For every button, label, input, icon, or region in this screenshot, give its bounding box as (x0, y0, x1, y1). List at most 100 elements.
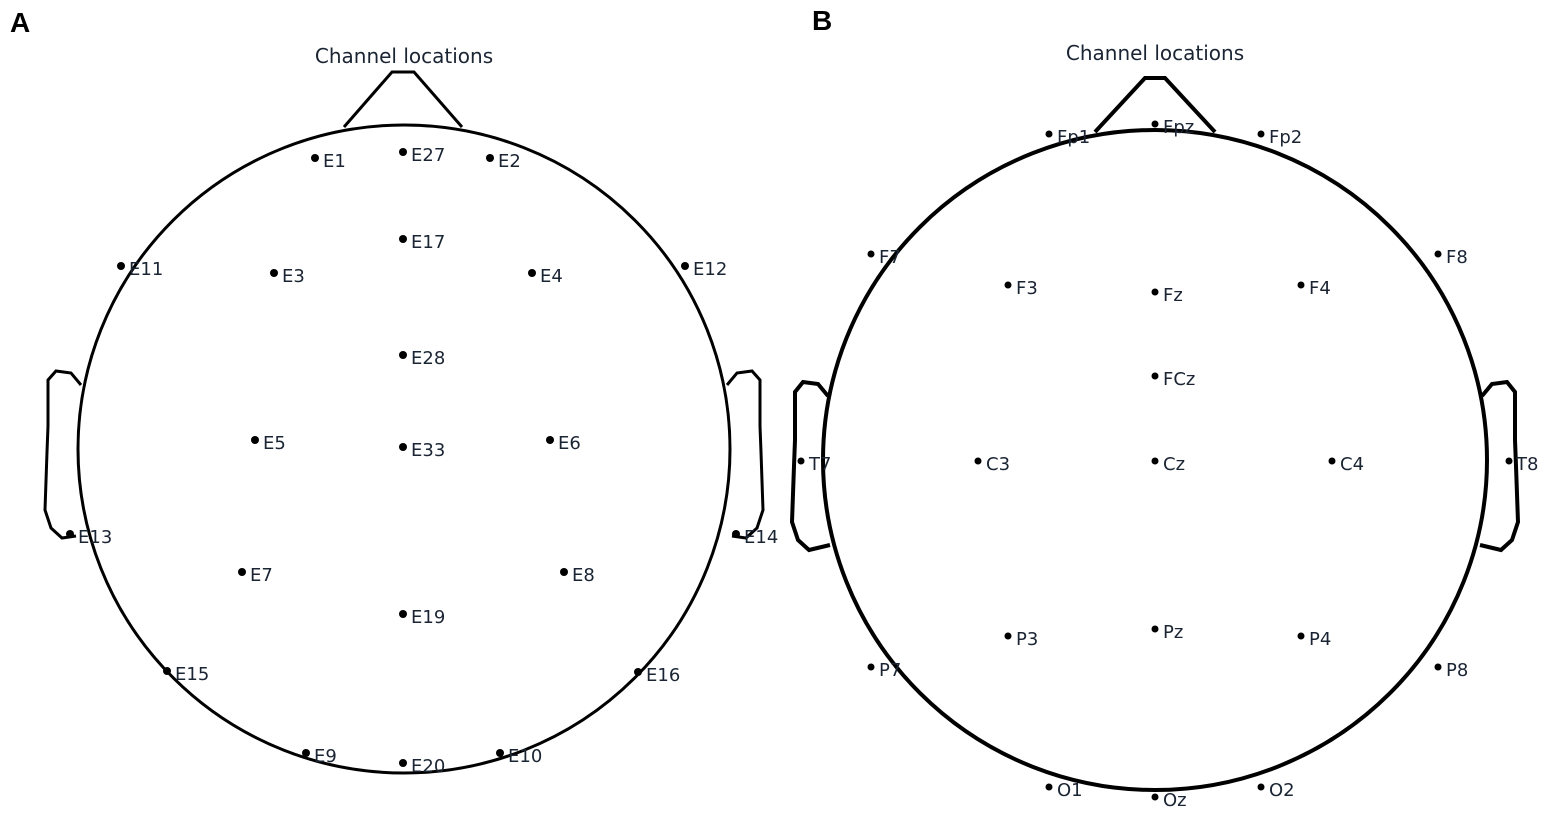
panel-a-letter: A (10, 7, 30, 38)
channel-c4: C4 (1328, 454, 1364, 475)
panel-a-title: Channel locations (315, 44, 493, 68)
panel-a-right-ear (725, 369, 765, 540)
channel-fpz: Fpz (1151, 117, 1194, 138)
channel-e12-dot (681, 262, 689, 270)
panel-b-channels: Fp1 Fpz Fp2 F7 F8 F3 Fz F4 FCz T7 C3 Cz … (797, 117, 1538, 811)
channel-e28: E28 (399, 348, 445, 369)
channel-e17: E17 (399, 232, 445, 253)
channel-fpz-dot (1151, 120, 1159, 128)
channel-f4: F4 (1297, 278, 1331, 299)
channel-e1: E1 (311, 151, 346, 172)
channel-t8-dot (1505, 457, 1513, 465)
channel-e11-dot (117, 262, 125, 270)
panel-b-title: Channel locations (1066, 41, 1244, 65)
channel-c3-dot (974, 457, 982, 465)
channel-p4-label: P4 (1309, 629, 1331, 650)
panel-b-head (789, 76, 1521, 792)
channel-f7: F7 (867, 247, 901, 268)
channel-e12: E12 (681, 259, 727, 280)
channel-f4-dot (1297, 281, 1305, 289)
channel-t7: T7 (797, 454, 831, 475)
channel-fp2-dot (1257, 130, 1265, 138)
channel-f8-dot (1434, 250, 1442, 258)
channel-c3: C3 (974, 454, 1010, 475)
channel-e33-label: E33 (411, 440, 445, 461)
channel-e4-dot (528, 269, 536, 277)
channel-f8-label: F8 (1446, 247, 1468, 268)
channel-e16: E16 (634, 665, 680, 686)
panel-a-head (43, 70, 765, 775)
channel-e5-dot (251, 436, 259, 444)
channel-e28-dot (399, 351, 407, 359)
channel-oz-label: Oz (1163, 790, 1187, 811)
channel-e8-dot (560, 568, 568, 576)
channel-p3: P3 (1004, 629, 1038, 650)
channel-p3-label: P3 (1016, 629, 1038, 650)
panel-b: B Channel locations Fp1 Fpz Fp2 F7 F8 F3… (789, 5, 1538, 811)
channel-e13-label: E13 (78, 527, 112, 548)
channel-p3-dot (1004, 632, 1012, 640)
channel-c3-label: C3 (986, 454, 1010, 475)
channel-e20-dot (399, 759, 407, 767)
channel-pz-dot (1151, 625, 1159, 633)
channel-e4: E4 (528, 266, 563, 287)
channel-t8: T8 (1505, 454, 1538, 475)
channel-fp1-label: Fp1 (1057, 127, 1090, 148)
channel-o1-dot (1045, 783, 1053, 791)
channel-e15-label: E15 (175, 664, 209, 685)
channel-fp2: Fp2 (1257, 127, 1302, 148)
channel-t7-dot (797, 457, 805, 465)
channel-o1-label: O1 (1057, 780, 1083, 801)
channel-cz: Cz (1151, 454, 1185, 475)
channel-e28-label: E28 (411, 348, 445, 369)
channel-e19-dot (399, 610, 407, 618)
channel-e16-label: E16 (646, 665, 680, 686)
channel-fp1-dot (1045, 130, 1053, 138)
panel-b-right-ear (1479, 379, 1521, 553)
channel-fz-dot (1151, 288, 1159, 296)
channel-f8: F8 (1434, 247, 1468, 268)
channel-e8-label: E8 (572, 565, 595, 586)
channel-fcz-dot (1151, 372, 1159, 380)
channel-e17-label: E17 (411, 232, 445, 253)
channel-e27-label: E27 (411, 145, 445, 166)
channel-e20: E20 (399, 756, 445, 777)
channel-e13: E13 (66, 527, 112, 548)
channel-pz: Pz (1151, 622, 1183, 643)
channel-e9-label: E9 (314, 746, 337, 767)
channel-e5: E5 (251, 433, 286, 454)
channel-pz-label: Pz (1163, 622, 1183, 643)
channel-p7-dot (867, 663, 875, 671)
channel-e17-dot (399, 235, 407, 243)
panel-a-nose (342, 70, 464, 128)
channel-p8: P8 (1434, 660, 1468, 681)
channel-o1: O1 (1045, 780, 1083, 801)
channel-e14-label: E14 (744, 527, 778, 548)
channel-e1-dot (311, 154, 319, 162)
channel-e14-dot (732, 530, 740, 538)
channel-e10-label: E10 (508, 746, 542, 767)
channel-p7-label: P7 (879, 660, 901, 681)
channel-e6: E6 (546, 433, 581, 454)
channel-f7-label: F7 (879, 247, 901, 268)
channel-o2-dot (1257, 783, 1265, 791)
channel-c4-dot (1328, 457, 1336, 465)
channel-e4-label: E4 (540, 266, 563, 287)
channel-e1-label: E1 (323, 151, 346, 172)
channel-fpz-label: Fpz (1163, 117, 1194, 138)
channel-p7: P7 (867, 660, 901, 681)
channel-e10-dot (496, 749, 504, 757)
channel-fcz: FCz (1151, 369, 1195, 390)
channel-c4-label: C4 (1340, 454, 1364, 475)
channel-e7: E7 (238, 565, 273, 586)
channel-e19-label: E19 (411, 607, 445, 628)
channel-t8-label: T8 (1515, 454, 1538, 475)
channel-e3: E3 (270, 266, 305, 287)
channel-o2-label: O2 (1269, 780, 1295, 801)
channel-f3-label: F3 (1016, 278, 1038, 299)
channel-fp1: Fp1 (1045, 127, 1090, 148)
channel-e15-dot (163, 667, 171, 675)
channel-e3-dot (270, 269, 278, 277)
channel-e20-label: E20 (411, 756, 445, 777)
channel-o2: O2 (1257, 780, 1295, 801)
